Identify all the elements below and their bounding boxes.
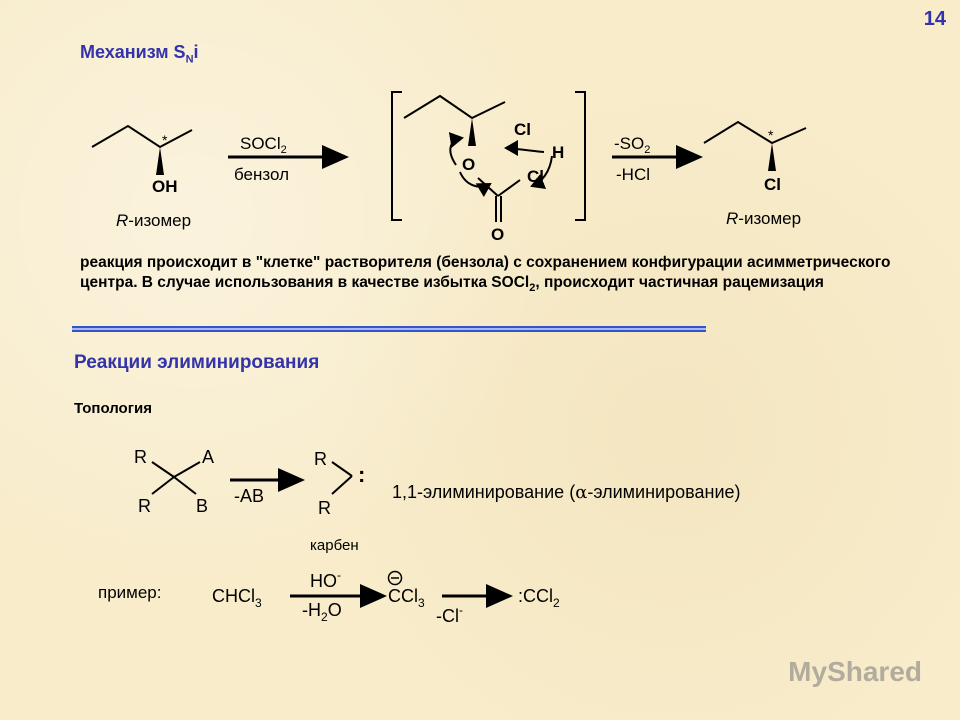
watermark-logo: MyShared (788, 656, 922, 687)
left-oh: OH (152, 177, 178, 196)
svg-text:карбен: карбен (310, 537, 359, 554)
svg-text:1,1-элиминирование (α-элиминир: 1,1-элиминирование (α-элиминирование) (392, 482, 741, 503)
transition-state-brackets (391, 91, 586, 221)
svg-text:*: * (768, 127, 774, 143)
svg-text:R: R (134, 447, 147, 467)
svg-text::: : (358, 462, 365, 487)
svg-text:H: H (552, 143, 564, 162)
svg-text:-HCl: -HCl (616, 165, 650, 184)
svg-text:-Cl-: -Cl- (436, 603, 463, 626)
svg-text:-AB: -AB (234, 486, 264, 506)
section-title-elimination: Реакции элиминирования (74, 352, 320, 373)
description-text: реакция происходит в "клетке" растворите… (80, 254, 891, 295)
svg-text:-H2O: -H2O (302, 600, 342, 624)
left-molecule (91, 124, 193, 175)
slide-number: 14 (923, 8, 946, 30)
left-isomer-label: R-изомер (116, 211, 191, 230)
svg-text:O: O (462, 155, 475, 174)
negative-charge-icon (387, 570, 403, 586)
topology-molecule (151, 461, 201, 495)
topology-heading: Топология (74, 400, 152, 417)
svg-text:CCl3: CCl3 (388, 586, 425, 610)
svg-text:Cl: Cl (527, 167, 544, 186)
svg-text:CHCl3: CHCl3 (212, 586, 262, 610)
section-divider (72, 326, 706, 332)
svg-text:R: R (318, 498, 331, 518)
svg-text:R: R (314, 449, 327, 469)
left-star: * (162, 132, 168, 148)
right-molecule (703, 120, 807, 171)
svg-text:O: O (491, 225, 504, 244)
svg-text:пример:: пример: (98, 583, 161, 602)
page-title: Механизм SNi (80, 42, 199, 66)
svg-text:SOCl2: SOCl2 (240, 134, 287, 156)
svg-text:A: A (202, 447, 214, 467)
svg-text:Cl: Cl (514, 120, 531, 139)
svg-text:B: B (196, 496, 208, 516)
svg-text:-SO2: -SO2 (614, 134, 650, 156)
svg-text:R-изомер: R-изомер (726, 209, 801, 228)
svg-text::CCl2: :CCl2 (518, 586, 560, 610)
svg-text:R: R (138, 496, 151, 516)
transition-state (403, 94, 553, 222)
svg-text:бензол: бензол (234, 165, 289, 184)
svg-text:Cl: Cl (764, 175, 781, 194)
svg-text:HO-: HO- (310, 568, 341, 591)
